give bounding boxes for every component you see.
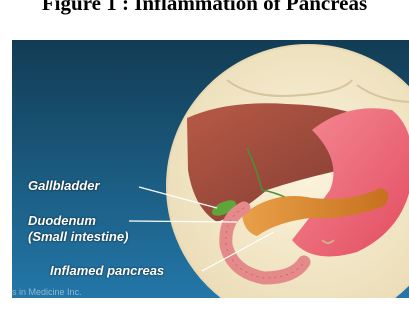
illustration-panel: Gallbladder Duodenum (Small intestine) I… [12, 40, 409, 298]
small-intestine-label: (Small intestine) [28, 229, 128, 244]
inflamed-pancreas-label: Inflamed pancreas [50, 263, 164, 278]
gallbladder-label: Gallbladder [28, 178, 100, 193]
pancreas-anatomy-illustration [12, 40, 409, 298]
figure-title: Figure 1 : Inflammation of Pancreas [0, 0, 409, 15]
duodenum-label: Duodenum [28, 213, 96, 228]
image-credit: s in Medicine Inc. [12, 287, 82, 297]
